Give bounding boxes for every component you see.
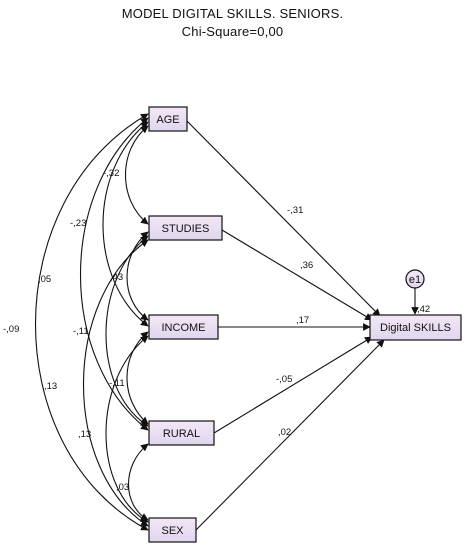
path-sex-digital [195, 339, 385, 531]
node-sex-label: SEX [161, 525, 184, 537]
diagram-title: MODEL DIGITAL SKILLS. SENIORS. [121, 6, 344, 21]
coef-age-rural: ,05 [38, 274, 51, 285]
coef-rural-digital: -,05 [276, 374, 292, 385]
coef-rural-sex: ,03 [116, 482, 129, 493]
node-sex [148, 517, 197, 543]
node-studies [148, 215, 223, 241]
node-rural-label: RURAL [163, 428, 200, 440]
corr-curve-studies-sex [82, 239, 149, 527]
corr-curve-age-income [102, 121, 149, 327]
node-income-label: INCOME [162, 322, 206, 334]
coef-age-studies: -,32 [103, 168, 119, 179]
path-studies-digital [221, 229, 373, 321]
path-age-digital [185, 119, 381, 317]
coef-age-income: -,23 [70, 218, 86, 229]
node-income [148, 314, 219, 340]
coef-income-digital: ,17 [296, 315, 309, 326]
path-rural-digital [213, 336, 373, 434]
node-age-label: AGE [156, 114, 179, 126]
corr-curve-studies-rural [105, 235, 149, 427]
node-rural [148, 420, 215, 446]
coef-studies-income: ,43 [110, 272, 123, 283]
coef-studies-rural: -,11 [73, 326, 89, 337]
coef-income-rural: -,11 [109, 378, 125, 389]
coef-studies-digital: ,36 [300, 260, 313, 271]
coef-studies-sex: ,13 [44, 381, 57, 392]
corr-curve-income-sex [105, 335, 149, 523]
corr-curve-rural-sex [128, 443, 149, 521]
corr-curve-age-rural [79, 117, 149, 431]
node-age [148, 106, 188, 132]
node-digital-skills-label: Digital SKILLS [380, 322, 451, 334]
error-label: e1 [409, 274, 421, 286]
diagram-subtitle: Chi-Square=0,00 [181, 24, 284, 39]
coef-age-sex: -,09 [3, 324, 19, 335]
coef-income-sex: ,13 [78, 429, 91, 440]
node-studies-label: STUDIES [162, 223, 210, 235]
coef-sex-digital: ,02 [278, 427, 291, 438]
r-squared-label: ,42 [417, 304, 430, 315]
corr-curve-age-sex [35, 113, 149, 531]
corr-curve-age-studies [124, 125, 149, 225]
coef-age-digital: -,31 [287, 205, 303, 216]
error-node [405, 269, 425, 289]
node-digital-skills [369, 314, 462, 341]
